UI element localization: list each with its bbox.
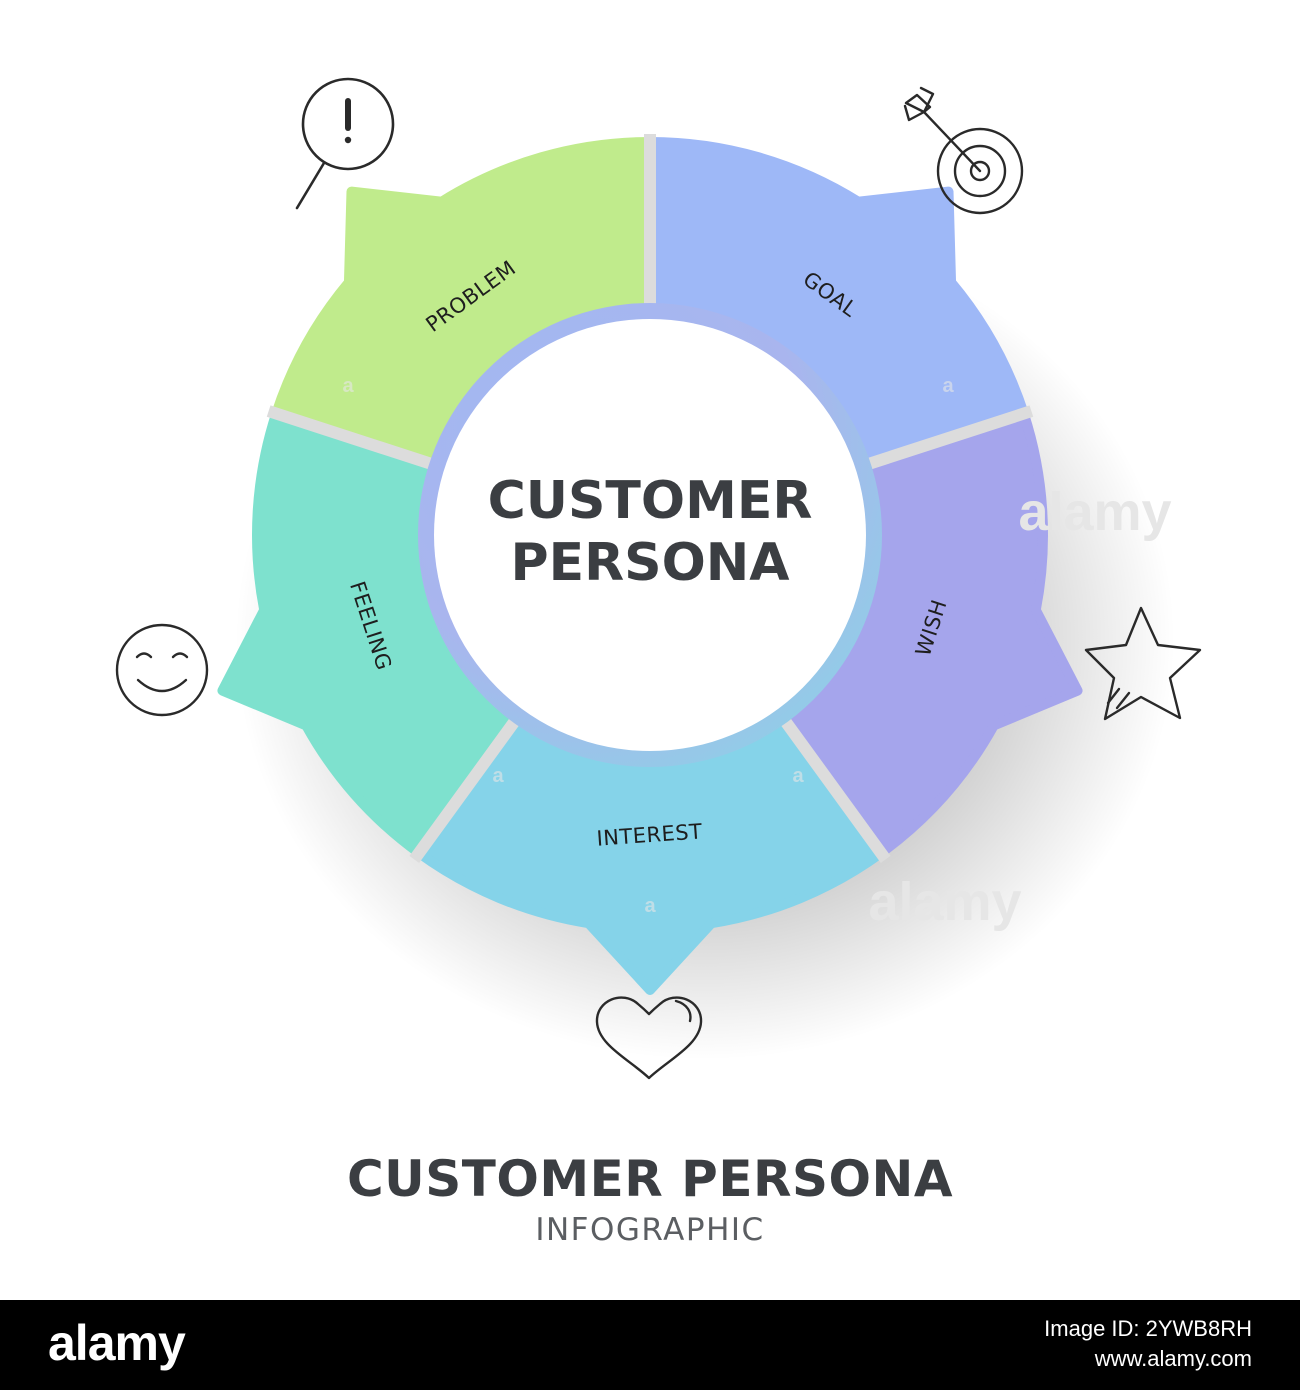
brand-logo: alamy (48, 1315, 186, 1371)
customer-persona-diagram: CUSTOMER PERSONA PROBLEM GOAL WISH INTER… (115, 77, 1202, 1080)
segment-separator (409, 699, 533, 863)
watermark-small: a (492, 765, 504, 787)
watermark-right: alamy (1018, 482, 1171, 542)
segment-separator (845, 405, 1034, 477)
footer-subtitle: INFOGRAPHIC (535, 1212, 765, 1248)
center-title-line2: PERSONA (510, 533, 789, 593)
brand-bar: alamy Image ID: 2YWB8RH www.alamy.com (0, 1300, 1300, 1390)
segment-separator (266, 405, 455, 477)
footer-title: CUSTOMER PERSONA (346, 1150, 954, 1208)
heart-icon (595, 996, 703, 1080)
watermark-small: a (342, 375, 354, 397)
watermark-bottom-right: alamy (868, 872, 1021, 932)
watermark-small: a (644, 895, 656, 917)
center-circle (434, 319, 866, 751)
watermarks: alamy alamy a a a a a (342, 375, 1171, 932)
segments (217, 137, 1083, 995)
brand-image-id: Image ID: 2YWB8RH (1044, 1316, 1252, 1341)
brand-image-info: Image ID: 2YWB8RH www.alamy.com (1044, 1314, 1252, 1374)
watermark-small: a (792, 765, 804, 787)
separators (266, 134, 1034, 863)
diagram-canvas: CUSTOMER PERSONA PROBLEM GOAL WISH INTER… (115, 77, 1202, 1080)
brand-site-url: www.alamy.com (1094, 1346, 1252, 1371)
center-title-line1: CUSTOMER (488, 471, 813, 531)
watermark-small: a (942, 375, 954, 397)
star-icon (1084, 606, 1202, 721)
smile-icon (115, 623, 209, 717)
segment-separator (767, 699, 891, 863)
target-arrow-icon (903, 86, 1024, 215)
search-alert-icon (295, 77, 395, 210)
